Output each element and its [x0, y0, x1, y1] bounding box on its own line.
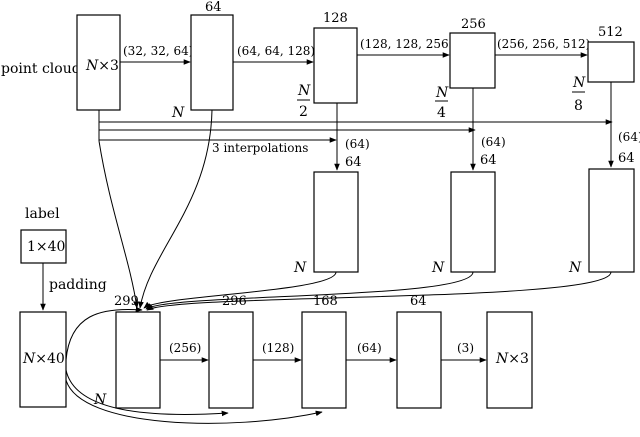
- label-box: [20, 229, 67, 264]
- curve-input-to-concat: [98, 140, 139, 309]
- curve-col3-to-concat: [146, 271, 612, 311]
- input-box-text: N×3: [85, 58, 119, 74]
- col1-n-label: N: [293, 260, 307, 276]
- col3-n-label: N: [568, 260, 582, 276]
- sa3-top-label: 256: [461, 17, 486, 32]
- input-box: [76, 14, 121, 111]
- edge-label-fp3: (64): [357, 341, 382, 355]
- output-box: [486, 311, 533, 409]
- fp2-box: [301, 311, 347, 409]
- col3-mlp-label: (64): [618, 130, 640, 144]
- fp1-top-label: 296: [222, 294, 247, 309]
- arc-label-to-fp2: [65, 379, 323, 424]
- sa3-box: [449, 32, 496, 89]
- output-n: N: [495, 351, 509, 367]
- output-box-text: N×3: [495, 351, 529, 367]
- edge-label-fp1: (256): [169, 341, 201, 355]
- interp-label: 3 interpolations: [212, 141, 308, 155]
- col2-mlp-label: (64): [481, 135, 506, 149]
- col2-n-label: N: [431, 260, 445, 276]
- sa3-frac-num: N: [435, 85, 449, 101]
- sa4-box: [587, 41, 635, 83]
- sa3-frac-den: 4: [437, 105, 446, 121]
- col2-top-label: 64: [480, 153, 497, 168]
- fp3-top-label: 64: [410, 294, 427, 309]
- fp2-top-label: 168: [313, 294, 338, 309]
- label-padded-box: [19, 311, 67, 408]
- arc-label-to-fp1: [65, 369, 229, 417]
- input-x3: ×3: [98, 58, 119, 74]
- fp1-box: [208, 311, 254, 409]
- skip-n-label: N: [171, 105, 185, 121]
- sa4-top-label: 512: [598, 25, 623, 40]
- edge-label-sa1: (32, 32, 64): [123, 44, 193, 58]
- sa2-frac-num: N: [297, 83, 311, 99]
- curve-col2-to-concat: [145, 271, 474, 310]
- sa2-top-label: 128: [323, 11, 348, 26]
- edge-label-sa2: (64, 64, 128): [237, 44, 315, 58]
- label-padded-x40: ×40: [35, 351, 65, 367]
- sa4-frac-num: N: [572, 75, 586, 91]
- col3-top-label: 64: [618, 151, 635, 166]
- col1-box: [313, 171, 359, 273]
- fp3-box: [396, 311, 442, 409]
- point-cloud-label: point cloud: [1, 61, 81, 77]
- label-padded-n: N: [22, 351, 36, 367]
- col2-box: [450, 171, 496, 273]
- concat-box: [115, 311, 161, 409]
- col1-top-label: 64: [345, 155, 362, 170]
- label-box-text: 1×40: [27, 239, 65, 255]
- curve-col1-to-concat: [143, 271, 337, 309]
- edge-label-sa4: (256, 256, 512): [497, 37, 590, 51]
- output-x3: ×3: [508, 351, 529, 367]
- label-title: label: [25, 206, 60, 222]
- curve-label-to-concat: [65, 306, 143, 361]
- edge-label-sa3: (128, 128, 256): [360, 37, 453, 51]
- input-n: N: [85, 58, 99, 74]
- curve-sa1-to-concat: [138, 109, 213, 309]
- label-arc-n: N: [93, 392, 107, 408]
- sa2-box: [313, 27, 358, 104]
- sa1-box: [190, 14, 234, 111]
- sa4-frac-den: 8: [574, 98, 583, 114]
- col1-mlp-label: (64): [345, 137, 370, 151]
- sa1-top-label: 64: [205, 0, 222, 15]
- edge-label-fp2: (128): [262, 341, 294, 355]
- col3-box: [588, 168, 635, 273]
- label-padded-text: N×40: [22, 351, 65, 367]
- edge-label-output: (3): [457, 341, 474, 355]
- concat-top-label: 299: [114, 294, 139, 309]
- padding-label: padding: [49, 277, 107, 293]
- sa2-frac-den: 2: [299, 104, 308, 120]
